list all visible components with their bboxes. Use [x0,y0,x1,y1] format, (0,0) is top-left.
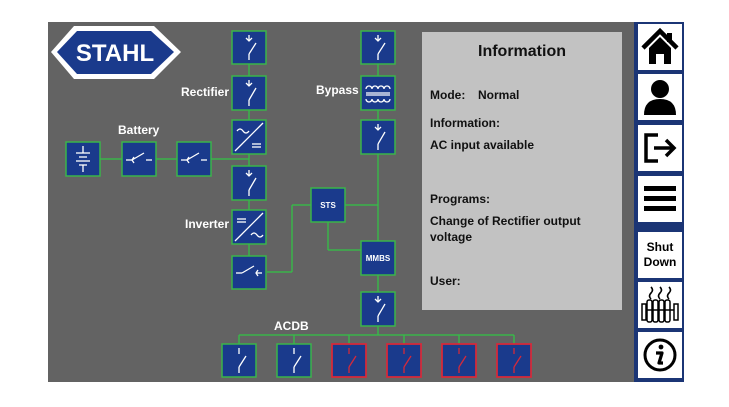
rectifier-input-breaker[interactable] [231,30,267,65]
programs-value-line1: Change of Rectifier output [430,214,581,228]
inverter-label: Inverter [185,217,230,231]
user-button[interactable] [638,74,682,120]
rectifier-breaker[interactable] [231,75,267,111]
logo-text: STAHL [76,40,154,67]
bypass-label: Bypass [316,83,359,97]
inverter-converter[interactable] [231,209,267,245]
information-title: Information [478,43,566,60]
information-label: Information: [430,116,500,130]
logout-button[interactable] [638,125,682,171]
shutdown-button[interactable]: Shut Down [638,232,682,278]
shutdown-label-line1: Shut [646,240,674,254]
rectifier-converter[interactable] [231,119,267,155]
inverter-output-breaker[interactable] [231,255,267,290]
mode-label: Mode: [430,88,466,102]
stahl-logo: STAHL [51,26,181,79]
rectifier-label: Rectifier [181,85,230,99]
mmbs-block[interactable]: MMBS [360,240,396,276]
acdb-breaker-2[interactable] [276,343,312,378]
rectifier-output-breaker[interactable] [231,165,267,201]
info-icon [643,338,677,372]
programs-label: Programs: [430,192,491,206]
acdb-breaker-4[interactable] [386,343,422,378]
ups-mimic-screen: STAHL [48,22,684,382]
programs-value-line2: voltage [430,230,473,244]
heater-icon [641,286,679,323]
information-value: AC input available [430,138,535,152]
shutdown-label-line2: Down [643,255,677,269]
bus-lines [100,64,515,344]
battery-breaker-1[interactable] [121,141,157,177]
bypass-input-breaker[interactable] [360,30,396,65]
bypass-breaker[interactable] [360,119,396,155]
battery[interactable] [65,141,101,177]
information-panel: Information Mode: Normal Information: AC… [422,32,622,310]
mmbs-label: MMBS [366,254,391,263]
mode-value: Normal [478,88,520,102]
acdb-breaker-5[interactable] [441,343,477,378]
sts-block[interactable]: STS [310,187,346,223]
home-icon [641,27,679,64]
output-breaker[interactable] [360,291,396,327]
user-icon [644,80,676,115]
info-button[interactable] [638,332,682,378]
single-line-diagram: STAHL [51,26,532,378]
heater-button[interactable] [638,282,682,328]
acdb-label: ACDB [274,319,309,333]
home-button[interactable] [638,24,682,70]
acdb-breaker-6[interactable] [496,343,532,378]
sts-label: STS [320,201,336,210]
battery-label: Battery [118,123,160,137]
battery-breaker-2[interactable] [176,141,212,177]
acdb-breaker-1[interactable] [221,343,257,378]
user-label: User: [430,274,461,288]
right-nav-bar: Shut Down [634,22,684,382]
logout-icon [644,133,677,163]
menu-icon [644,186,676,211]
menu-button[interactable] [638,176,682,222]
bypass-transformer[interactable] [360,75,396,111]
acdb-breaker-3[interactable] [331,343,367,378]
